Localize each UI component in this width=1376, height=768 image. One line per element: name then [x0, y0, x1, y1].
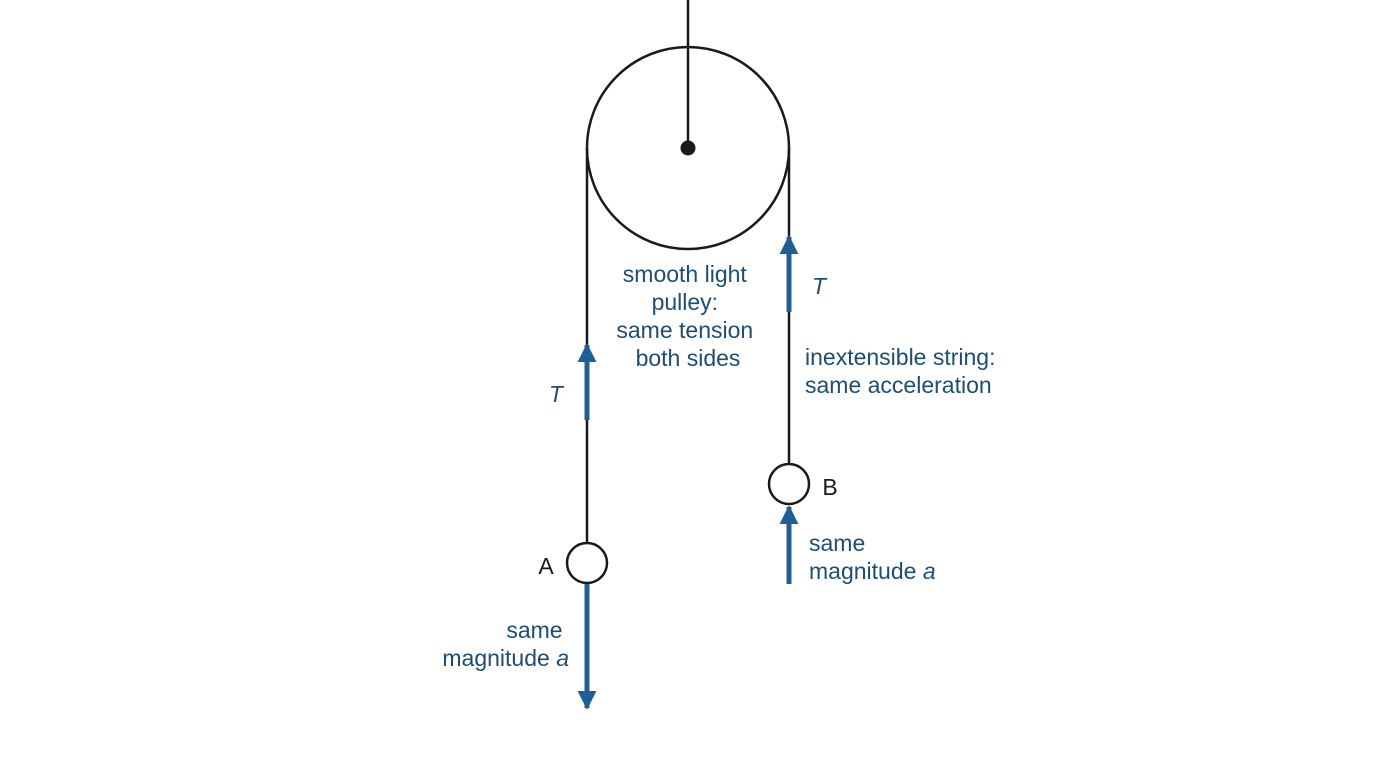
pulley-note-line: same tension [616, 317, 753, 343]
pulley-note: smooth light pulley: same tension both s… [616, 261, 759, 371]
acceleration-note-a-line2: magnitude a [442, 645, 569, 671]
string-note-line: inextensible string: [805, 344, 996, 370]
mass-b [767, 462, 811, 506]
acceleration-symbol-b: a [923, 558, 936, 584]
pulley-note-line: smooth light [623, 261, 748, 287]
acceleration-note-a: same magnitude a [442, 617, 569, 671]
mass-b-label: B [822, 474, 837, 500]
pulley-note-line: pulley: [652, 289, 718, 315]
acceleration-note-b-line2: magnitude a [809, 558, 936, 584]
mass-a [565, 541, 609, 585]
acceleration-note-b: same magnitude a [809, 530, 936, 584]
acceleration-symbol-a: a [556, 645, 569, 671]
pulley-axle [680, 140, 696, 156]
mass-a-label: A [538, 553, 554, 579]
string-note: inextensible string: same acceleration [805, 344, 1002, 398]
acceleration-note-b-word: magnitude [809, 558, 916, 584]
tension-label-left: T [549, 381, 565, 407]
string-note-line: same acceleration [805, 372, 992, 398]
acceleration-note-b-line1: same [809, 530, 865, 556]
acceleration-note-a-line1: same [506, 617, 562, 643]
acceleration-note-a-word: magnitude [442, 645, 549, 671]
tension-label-right: T [812, 273, 828, 299]
pulley-note-line: both sides [636, 345, 741, 371]
